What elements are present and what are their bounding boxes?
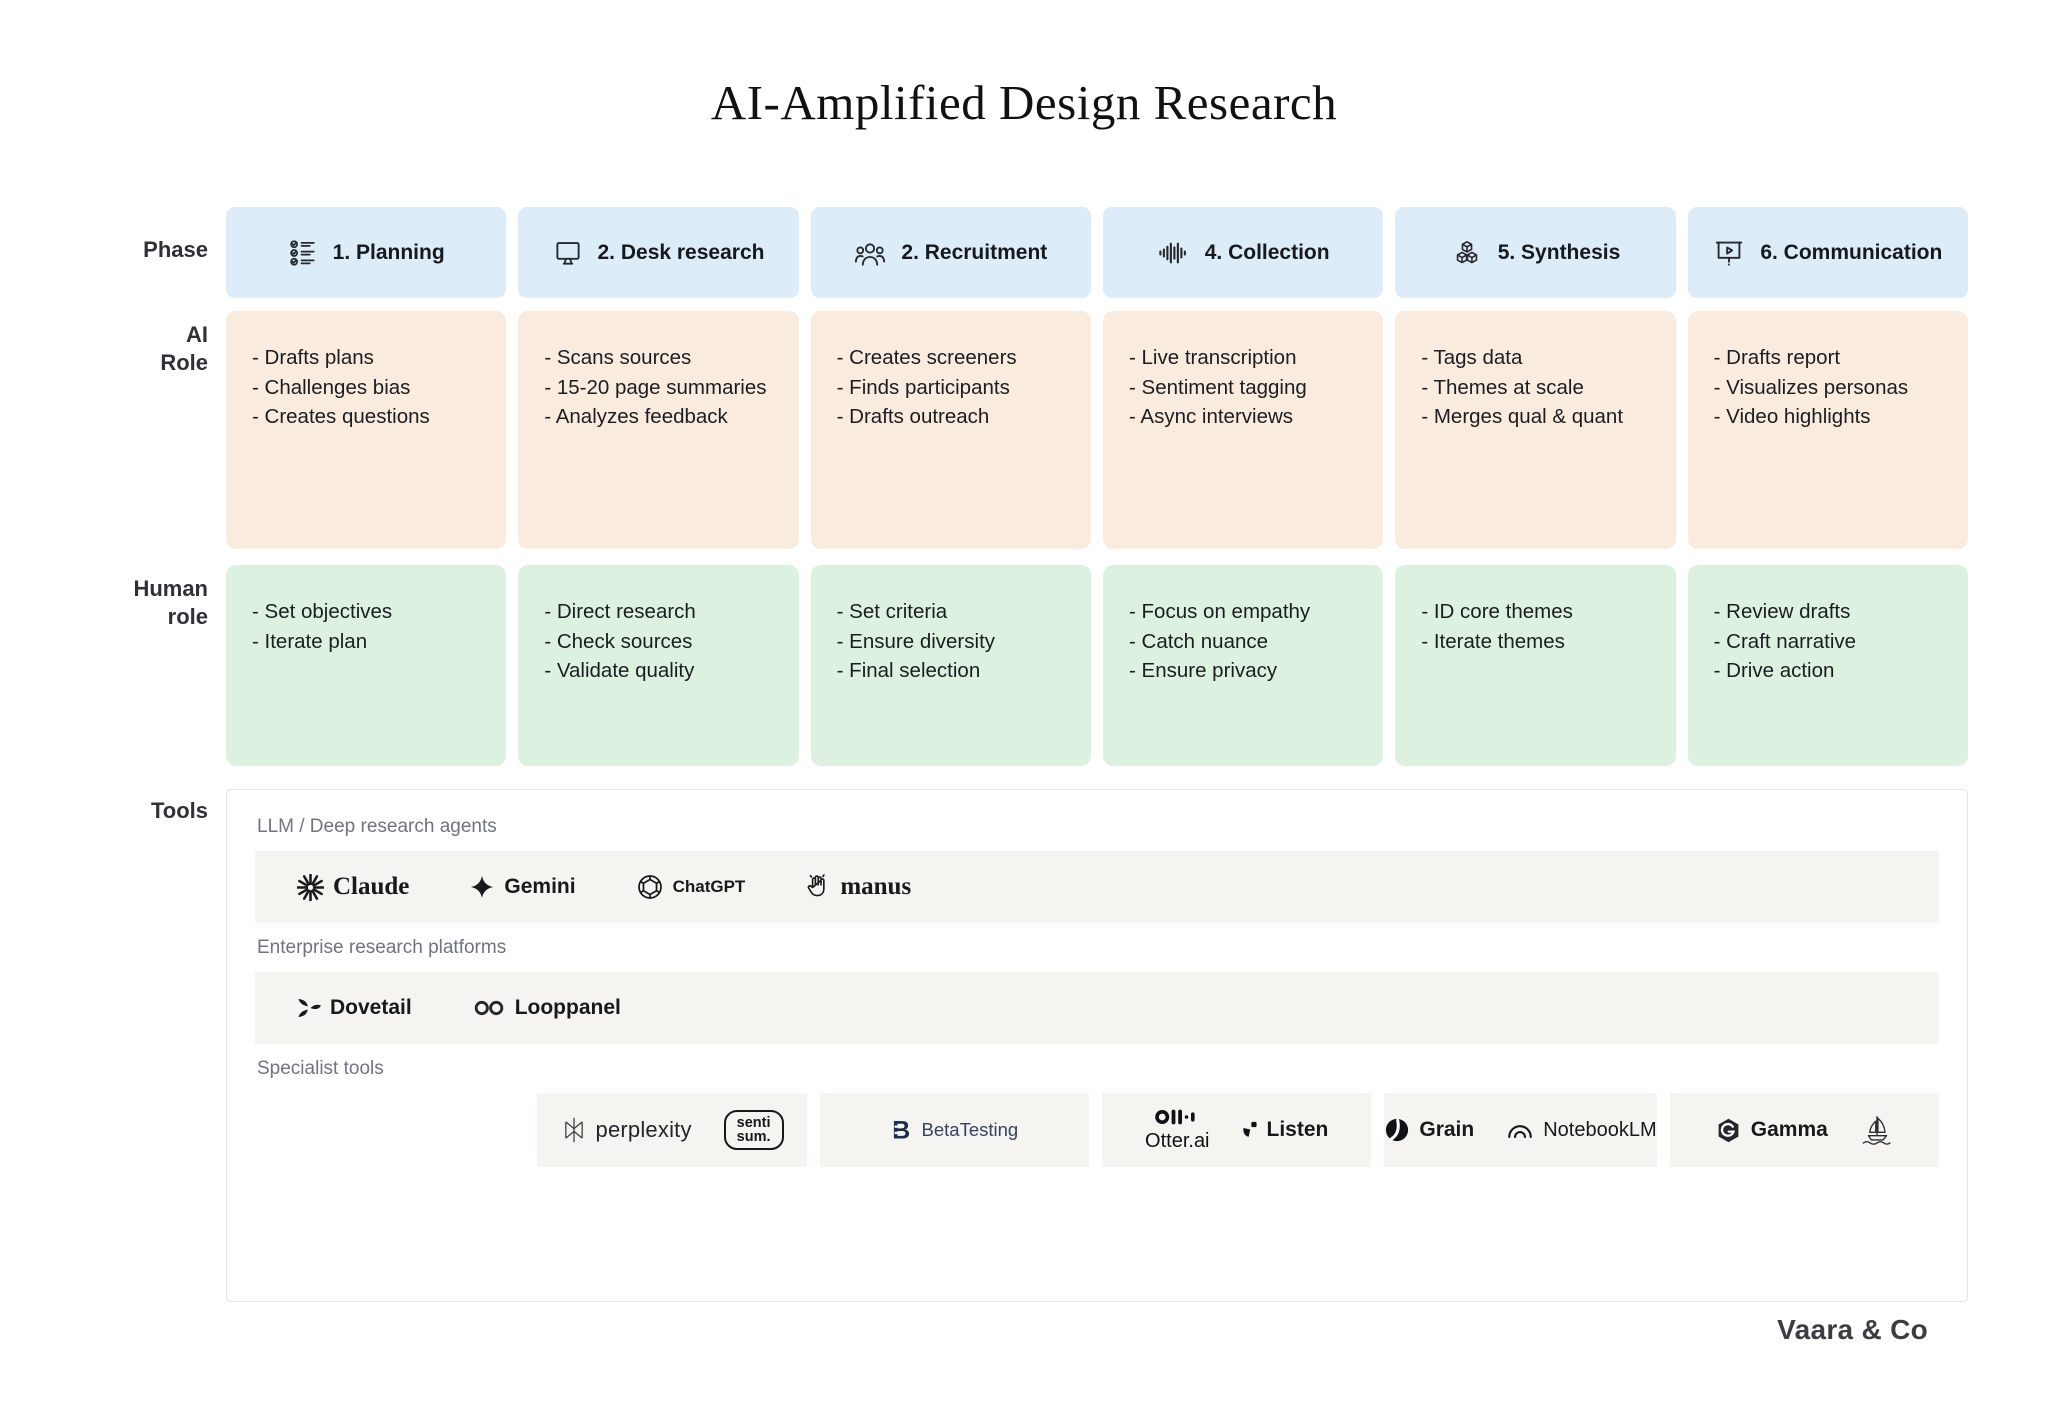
llm-tools-strip: Claude Gemini ChatGPT manus xyxy=(255,851,1939,923)
logo-label: Looppanel xyxy=(514,996,621,1019)
notebooklm-icon xyxy=(1506,1120,1534,1140)
gamma-icon xyxy=(1715,1117,1742,1144)
human-role-row: Human role - Set objectives - Iterate pl… xyxy=(96,565,1968,766)
monitor-icon xyxy=(553,238,583,268)
logo-label: perplexity xyxy=(595,1117,692,1142)
betatesting-icon: B xyxy=(891,1117,913,1143)
human-role-cell-5-synthesis: - ID core themes - Iterate themes xyxy=(1395,565,1676,766)
logo-listen: Listen xyxy=(1242,1118,1329,1142)
ai-role-cell-6-communication: - Drafts report - Visualizes personas - … xyxy=(1687,311,1968,549)
ai-role-cell-2-desk-research: - Scans sources - 15-20 page summaries -… xyxy=(518,311,799,549)
ai-role-cell-4-collection: - Live transcription - Sentiment tagging… xyxy=(1103,311,1384,549)
ai-role-row: AI Role - Drafts plans - Challenges bias… xyxy=(96,311,1968,549)
page-title: AI-Amplified Design Research xyxy=(710,75,1338,130)
looppanel-icon xyxy=(472,998,506,1018)
phase-cell-1-planning: 1. Planning xyxy=(226,207,507,298)
otter-icon xyxy=(1154,1107,1200,1129)
phase-cell-5-synthesis: 5. Synthesis xyxy=(1395,207,1676,298)
logo-looppanel: Looppanel xyxy=(472,996,621,1020)
ai-role-cell-2-recruitment: - Creates screeners - Finds participants… xyxy=(810,311,1091,549)
phase-label: 5. Synthesis xyxy=(1497,240,1621,264)
row-label-tools: Tools xyxy=(150,798,208,823)
phase-label: 2. Desk research xyxy=(597,240,765,264)
human-role-cell-4-collection: - Focus on empathy - Catch nuance - Ensu… xyxy=(1103,565,1384,766)
logo-label: Otter.ai xyxy=(1145,1130,1210,1152)
manus-icon xyxy=(805,874,831,900)
people-icon xyxy=(854,238,886,268)
tools-group-label-llm: LLM / Deep research agents xyxy=(257,816,497,837)
specialist-cell-4: Grain NotebookLM xyxy=(1384,1093,1657,1167)
logo-label: BetaTesting xyxy=(921,1119,1019,1140)
presentation-icon xyxy=(1713,238,1745,268)
specialist-cell-5: Gamma xyxy=(1669,1093,1939,1167)
sailboat-icon xyxy=(1860,1113,1894,1147)
phase-cell-4-collection: 4. Collection xyxy=(1103,207,1384,298)
listen-icon xyxy=(1242,1121,1258,1139)
phase-label: 4. Collection xyxy=(1204,240,1330,264)
phase-label: 2. Recruitment xyxy=(901,240,1048,264)
logo-dovetail: Dovetail xyxy=(297,996,412,1020)
tools-group-label-enterprise: Enterprise research platforms xyxy=(257,937,507,958)
logo-label: Gamma xyxy=(1750,1118,1828,1141)
logo-gamma: Gamma xyxy=(1715,1117,1828,1144)
logo-grain: Grain xyxy=(1384,1117,1474,1143)
logo-label: Claude xyxy=(333,873,410,900)
logo-otter-ai: Otter.ai xyxy=(1145,1107,1210,1153)
human-role-cell-1-planning: - Set objectives - Iterate plan xyxy=(226,565,507,766)
row-label-ai-role: AI Role xyxy=(160,322,208,375)
waveform-icon xyxy=(1157,238,1190,268)
logo-perplexity: perplexity xyxy=(561,1116,692,1144)
research-matrix: Phase 1. Planning 2. Desk research 2. Recr… xyxy=(96,207,1968,1302)
phase-cell-6-communication: 6. Communication xyxy=(1687,207,1968,298)
chatgpt-icon xyxy=(636,873,664,901)
logo-manus: manus xyxy=(805,873,911,901)
enterprise-tools-strip: Dovetail Looppanel xyxy=(255,972,1939,1044)
logo-betatesting: B BetaTesting xyxy=(891,1117,1019,1143)
phase-label: 6. Communication xyxy=(1760,240,1943,264)
row-label-human-role: Human role xyxy=(133,576,208,629)
logo-label: NotebookLM xyxy=(1543,1118,1657,1141)
logo-label: Dovetail xyxy=(330,996,412,1019)
cubes-icon xyxy=(1451,237,1483,269)
logo-label: Listen xyxy=(1266,1118,1329,1141)
specialist-cell-0 xyxy=(255,1093,524,1167)
gemini-icon xyxy=(469,874,495,900)
logo-chatgpt: ChatGPT xyxy=(636,873,746,901)
logo-label: ChatGPT xyxy=(672,877,746,896)
ai-role-cell-1-planning: - Drafts plans - Challenges bias - Creat… xyxy=(226,311,507,549)
logo-label: manus xyxy=(840,873,912,900)
phase-label: 1. Planning xyxy=(332,240,445,264)
svg-text:B: B xyxy=(892,1117,910,1143)
specialist-cell-3: Otter.ai Listen xyxy=(1102,1093,1372,1167)
logo-sailboat-icon xyxy=(1860,1113,1894,1147)
human-role-cell-2-recruitment: - Set criteria - Ensure diversity - Fina… xyxy=(810,565,1091,766)
phase-cell-2-recruitment: 2. Recruitment xyxy=(810,207,1091,298)
tools-group-label-specialist: Specialist tools xyxy=(257,1058,384,1079)
grain-icon xyxy=(1384,1117,1410,1143)
logo-label: Grain xyxy=(1419,1118,1475,1141)
logo-gemini: Gemini xyxy=(469,874,576,900)
checklist-icon xyxy=(288,238,318,268)
phase-cell-2-desk-research: 2. Desk research xyxy=(518,207,799,298)
perplexity-icon xyxy=(561,1116,587,1144)
row-label-phase: Phase xyxy=(143,236,208,262)
dovetail-icon xyxy=(297,996,321,1020)
ai-role-cell-5-synthesis: - Tags data - Themes at scale - Merges q… xyxy=(1395,311,1676,549)
human-role-cell-2-desk-research: - Direct research - Check sources - Vali… xyxy=(518,565,799,766)
human-role-cell-6-communication: - Review drafts - Craft narrative - Driv… xyxy=(1687,565,1968,766)
logo-notebooklm: NotebookLM xyxy=(1506,1118,1657,1142)
logo-label: Gemini xyxy=(504,875,576,898)
claude-icon xyxy=(297,873,324,901)
brand-logo: Vaara & Co xyxy=(1777,1314,1928,1345)
specialist-cell-2: B BetaTesting xyxy=(819,1093,1090,1167)
logo-claude: Claude xyxy=(297,873,409,901)
phase-row: Phase 1. Planning 2. Desk research 2. Recr… xyxy=(96,207,1968,298)
